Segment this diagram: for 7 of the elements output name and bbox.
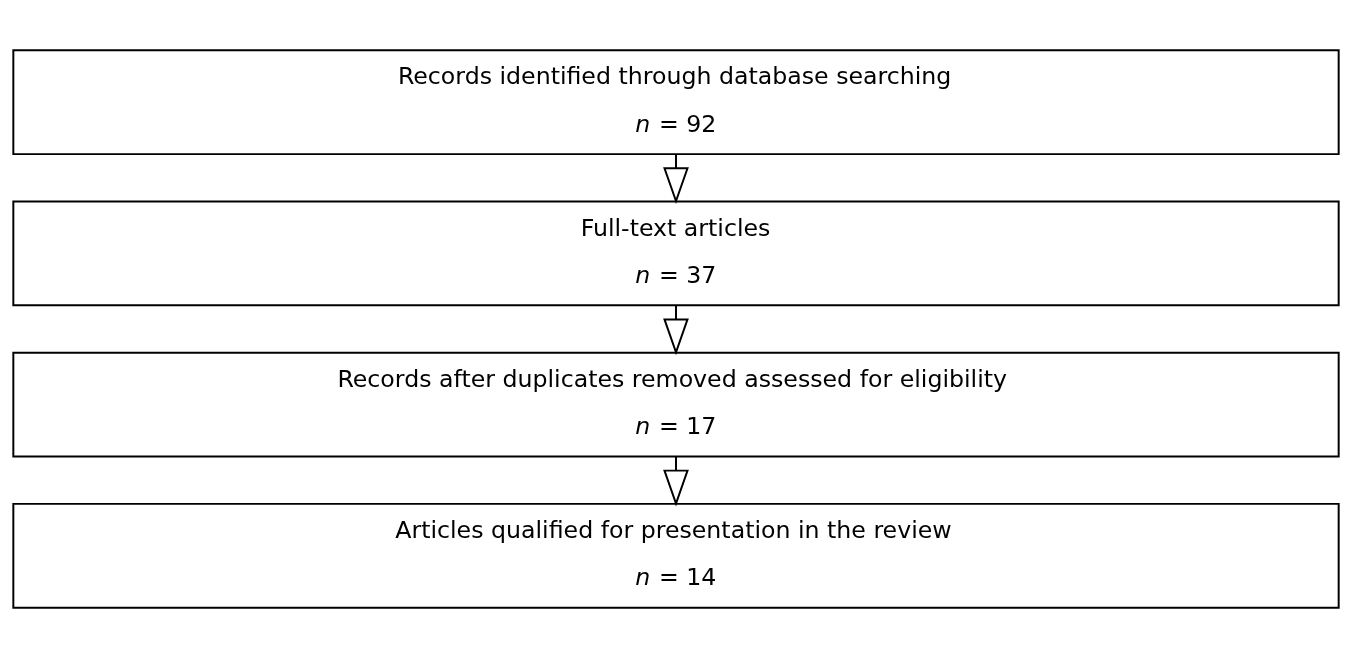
arrow <box>663 455 689 506</box>
node-box: Articles qualified for presentation in the review n = 14 <box>12 502 1340 609</box>
node-box: Records after duplicates removed assessed for eligibility n = 17 <box>12 351 1340 458</box>
arrow <box>663 152 689 204</box>
arrow <box>663 303 689 355</box>
node-box: Full-text articles n = 37 <box>12 199 1340 306</box>
node-box: Records identified through database searching n = 92 <box>12 48 1340 155</box>
